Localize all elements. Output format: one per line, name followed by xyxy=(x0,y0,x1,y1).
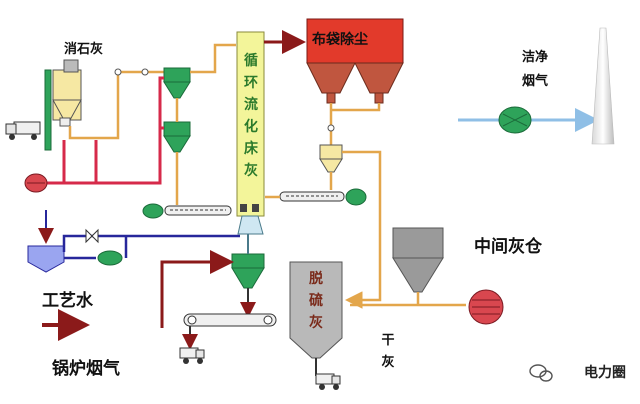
desulf-ash-char: 灰 xyxy=(309,315,323,331)
bag-filter-hoppers xyxy=(306,62,404,104)
desulf-ash-char: 硫 xyxy=(309,293,323,309)
fan-icon xyxy=(345,188,367,206)
bag-filter xyxy=(306,18,404,64)
truck-icon xyxy=(315,373,341,390)
recycle-hopper xyxy=(319,144,343,173)
desulf-ash-label: 脱 硫 灰 xyxy=(303,268,329,334)
lime-feed-line xyxy=(68,70,165,140)
absorber-label-char: 化 xyxy=(244,119,258,135)
chimney-icon xyxy=(591,27,615,145)
desulfurization-ash-silo xyxy=(289,261,343,359)
absorber-label-char: 循 xyxy=(244,53,258,69)
silo-icon xyxy=(392,227,444,293)
boiler-gas-label: 锅炉烟气 xyxy=(52,359,120,379)
absorber-label-char: 床 xyxy=(244,141,258,157)
green-hopper-lower xyxy=(163,121,191,153)
absorber-label-char: 灰 xyxy=(244,163,258,179)
cyclone xyxy=(231,253,265,289)
ash-to-desulf-silo-line xyxy=(342,150,382,309)
fan-icon xyxy=(142,203,164,219)
conveyor-icon xyxy=(164,205,232,216)
watermark: 电力圈 xyxy=(584,365,626,381)
fan-icon xyxy=(498,106,532,134)
clean-gas-label-line1: 洁净 xyxy=(522,50,549,65)
dry-ash-char: 灰 xyxy=(381,355,395,370)
lime-transport-gas-line xyxy=(44,76,164,185)
process-water-label: 工艺水 xyxy=(42,291,93,311)
lime-silo xyxy=(44,59,82,151)
valve-icon xyxy=(114,68,122,76)
fan-icon xyxy=(24,173,48,193)
lime-label: 消石灰 xyxy=(64,42,104,57)
absorber-label: 循 环 流 化 床 灰 xyxy=(239,50,263,182)
absorber-label-char: 环 xyxy=(244,75,258,91)
pump-icon xyxy=(97,250,123,266)
clean-gas-label-line2: 烟气 xyxy=(522,74,549,89)
absorber-column xyxy=(236,31,265,217)
wechat-icon xyxy=(529,364,553,382)
bag-filter-label: 布袋除尘 xyxy=(312,32,368,48)
water-tank xyxy=(27,245,65,273)
fan-icon xyxy=(468,289,504,325)
absorber-venturi xyxy=(237,215,264,235)
truck-icon xyxy=(5,121,41,140)
absorber-label-char: 流 xyxy=(244,97,258,113)
absorber-bottom-block xyxy=(240,204,259,212)
valve-icon xyxy=(85,228,99,244)
dry-ash-char: 干 xyxy=(381,333,395,348)
boiler-gas-inlet-line xyxy=(160,250,234,328)
desulf-ash-char: 脱 xyxy=(309,271,323,287)
conveyor-icon xyxy=(279,191,345,202)
process-water-line xyxy=(62,234,240,252)
intermediate-silo-label: 中间灰仓 xyxy=(474,237,542,257)
green-hopper-upper xyxy=(163,67,191,99)
conveyor-icon xyxy=(183,313,277,327)
truck-icon xyxy=(179,347,205,364)
dry-ash-label: 干 灰 xyxy=(379,330,397,374)
